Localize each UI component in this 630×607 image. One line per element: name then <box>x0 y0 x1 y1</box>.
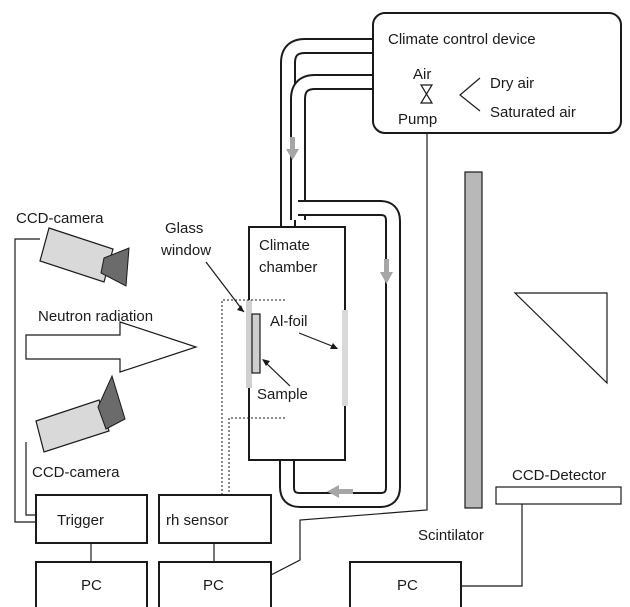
rh-sensor-label: rh sensor <box>166 512 229 529</box>
glass-window-label-line2: window <box>160 242 211 259</box>
ccd-detector-box <box>495 486 622 505</box>
ccd-detector-label: CCD-Detector <box>512 467 606 484</box>
sample-label: Sample <box>257 386 308 403</box>
neutron-radiation-label: Neutron radiation <box>38 308 153 325</box>
pc-middle-label: PC <box>203 577 224 594</box>
pump-label: Pump <box>398 111 437 128</box>
flow-arrow-left-bottom <box>327 485 353 498</box>
dashed-line-top <box>221 299 285 494</box>
glass-window-pointer-head <box>237 305 244 312</box>
ccd-camera-bottom-icon <box>35 374 126 453</box>
glass-window-label-line1: Glass <box>165 220 203 237</box>
pc-middle-box <box>158 561 272 607</box>
glass-window-pointer <box>205 261 245 313</box>
dashed-line-bottom <box>228 417 285 494</box>
mirror <box>513 292 608 385</box>
ccd-camera-top-label: CCD-camera <box>16 210 104 227</box>
dry-air-label: Dry air <box>490 75 534 92</box>
climate-control-device-title: Climate control device <box>388 31 536 48</box>
sample <box>251 313 261 374</box>
pump-hourglass-icon <box>419 84 434 104</box>
ccd-camera-top-icon <box>39 227 130 287</box>
ccd-detector-pc-wire <box>461 504 523 587</box>
saturated-air-label: Saturated air <box>490 104 576 121</box>
trigger-label: Trigger <box>57 512 104 529</box>
al-foil-pointer-head <box>330 343 338 349</box>
camera-top-cable <box>14 238 40 523</box>
flow-arrow-down-left <box>286 137 299 160</box>
glass-window <box>246 300 252 388</box>
pc-left-box <box>35 561 148 607</box>
al-foil-label: Al-foil <box>270 313 308 330</box>
rh-sensor-box <box>158 494 272 544</box>
sample-pointer-head <box>262 359 270 366</box>
pc-right-label: PC <box>397 577 418 594</box>
pc-left-label: PC <box>81 577 102 594</box>
climate-chamber-label-line1: Climate <box>259 237 310 254</box>
flow-arrow-down-right <box>380 259 393 284</box>
climate-control-device-box <box>372 12 622 134</box>
air-tube <box>279 38 401 508</box>
climate-chamber-label-line2: chamber <box>259 259 317 276</box>
scintilator <box>464 171 483 509</box>
pc-right-box <box>349 561 462 607</box>
camera-bottom-cable <box>25 442 36 516</box>
air-source-selector-symbol <box>459 77 481 112</box>
al-foil-pointer <box>298 332 338 349</box>
climate-control-pc-wire <box>270 133 428 576</box>
ccd-camera-bottom-label: CCD-camera <box>32 464 120 481</box>
scintilator-label: Scintilator <box>418 527 484 544</box>
sample-pointer <box>263 360 291 387</box>
air-label: Air <box>413 66 431 83</box>
neutron-beam-arrow <box>25 321 198 373</box>
al-foil-window <box>342 310 348 406</box>
